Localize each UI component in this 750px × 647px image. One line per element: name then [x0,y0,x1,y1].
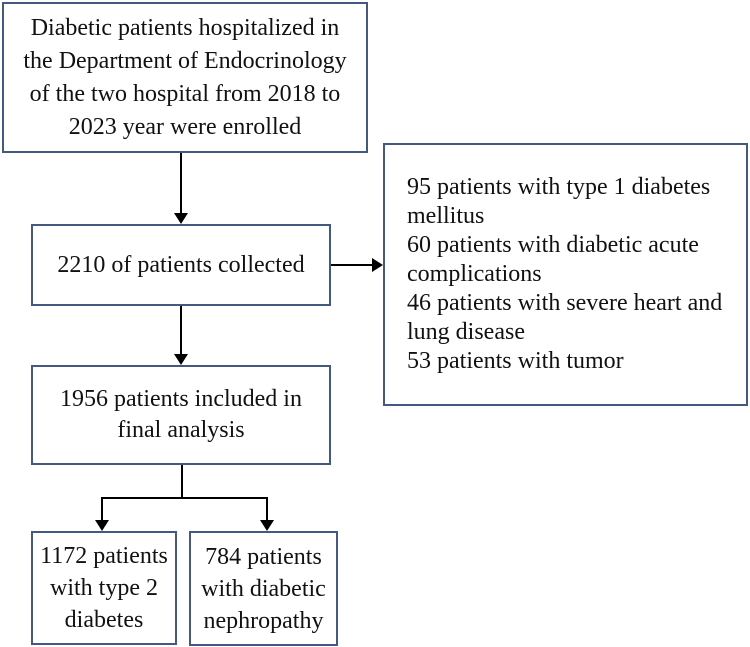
enrollment-box: Diabetic patients hospitalized in the De… [2,2,368,153]
final-analysis-box: 1956 patients included in final analysis [31,365,331,465]
type2-diabetes-box: 1172 patients with type 2 diabetes [31,531,177,645]
arrow-collected-to-exclusions-arrowhead-icon [372,258,383,272]
exclusion-box: 95 patients with type 1 diabetes mellitu… [383,143,748,406]
arrow-collected-to-final-line [180,306,182,354]
arrow-enrollment-to-collected-line [180,153,182,213]
branch-left-arrowhead-icon [95,520,109,531]
branch-horizontal-line [101,497,268,499]
arrow-collected-to-final-arrowhead-icon [174,354,188,365]
branch-left-line [101,497,103,520]
branch-right-arrowhead-icon [260,520,274,531]
branch-right-line [266,497,268,520]
nephropathy-box: 784 patients with diabetic nephropathy [189,531,338,646]
arrow-collected-to-exclusions-line [331,264,372,266]
arrow-enrollment-to-collected-arrowhead-icon [174,213,188,224]
branch-stem-line [181,465,183,498]
collected-box: 2210 of patients collected [31,224,331,306]
